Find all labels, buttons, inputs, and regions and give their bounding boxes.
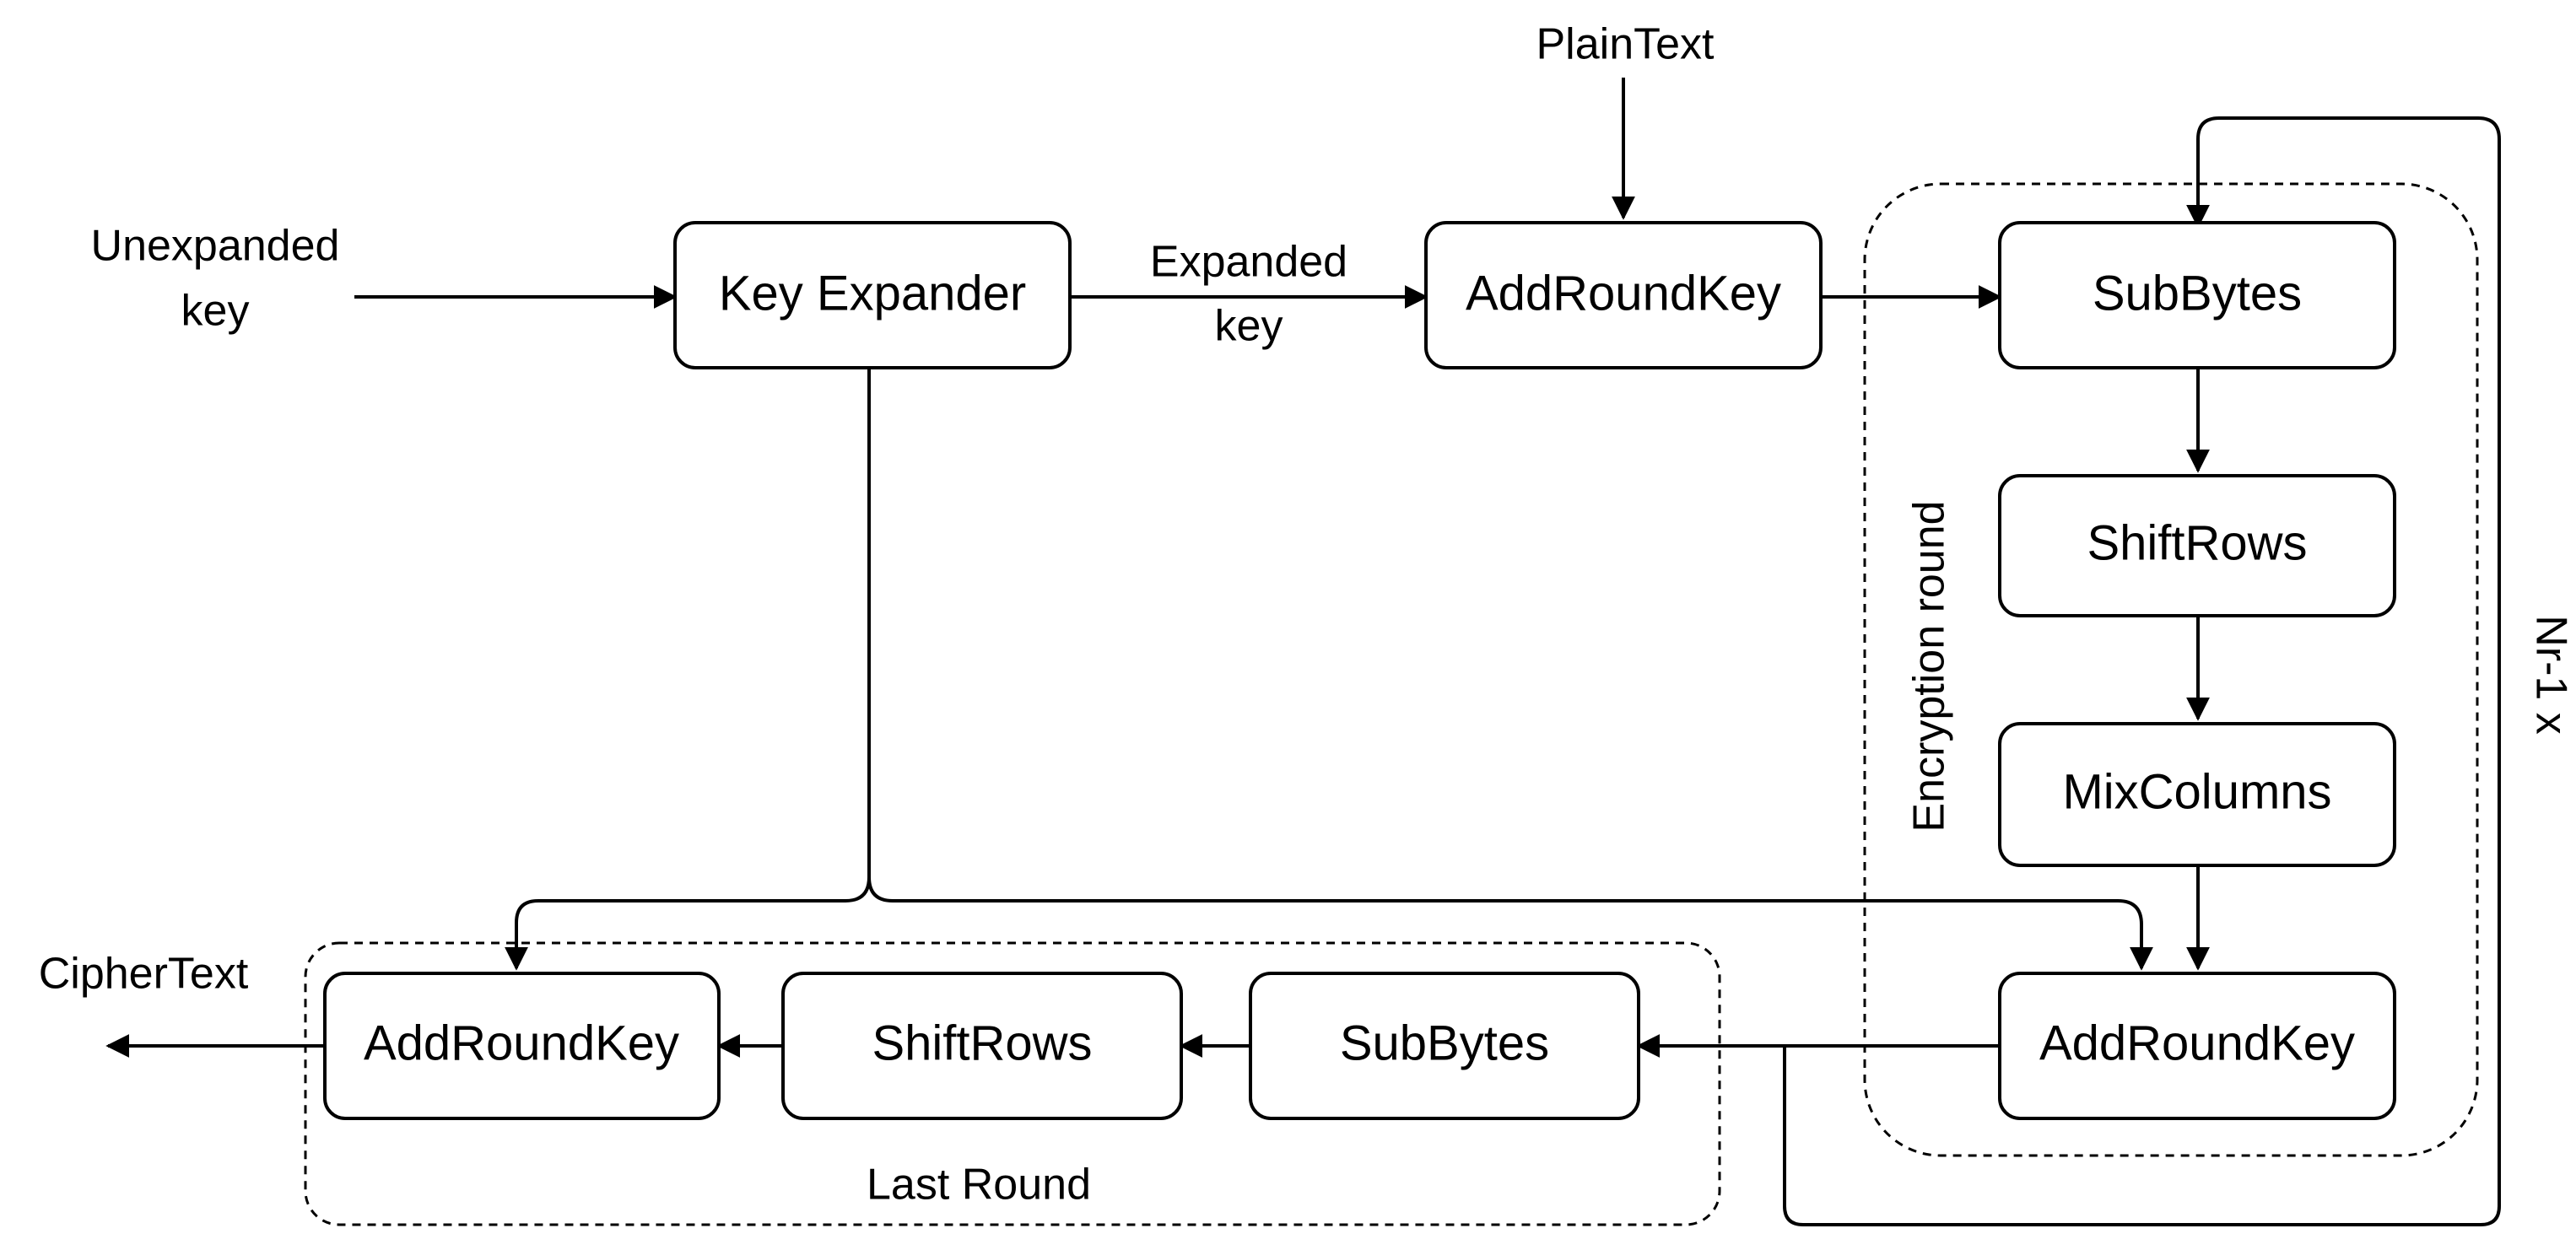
last-subbytes-label: SubBytes bbox=[1340, 1016, 1549, 1070]
key-expander-node: Key Expander bbox=[673, 221, 1072, 369]
last-add-round-key-node: AddRoundKey bbox=[323, 972, 721, 1120]
edge-loop-back-to-subbytes bbox=[1783, 116, 2501, 1226]
repeat-count-label: Nr-1 x bbox=[2526, 615, 2575, 735]
last-shiftrows-label: ShiftRows bbox=[872, 1016, 1092, 1070]
ciphertext-label: CipherText bbox=[39, 950, 249, 999]
edge-key-expander-to-last-add-round-key bbox=[505, 368, 871, 971]
subbytes-node: SubBytes bbox=[1998, 221, 2396, 369]
expanded-key-label-line2: key bbox=[1215, 302, 1283, 351]
shiftrows-label: ShiftRows bbox=[2087, 515, 2307, 570]
unexpanded-key-label-line2: key bbox=[181, 287, 250, 336]
last-subbytes-node: SubBytes bbox=[1249, 972, 1640, 1120]
unexpanded-key-label-line1: Unexpanded bbox=[91, 222, 340, 271]
key-expander-label: Key Expander bbox=[719, 266, 1026, 321]
encryption-round-label: Encryption round bbox=[1905, 500, 1954, 832]
subbytes-label: SubBytes bbox=[2093, 266, 2302, 321]
add-round-key-round-node: AddRoundKey bbox=[1998, 972, 2396, 1120]
edge-key-expander-to-round-add-round-key bbox=[867, 876, 2153, 971]
last-shiftrows-node: ShiftRows bbox=[781, 972, 1183, 1120]
add-round-key-initial-label: AddRoundKey bbox=[1466, 266, 1781, 321]
shiftrows-node: ShiftRows bbox=[1998, 474, 2396, 617]
encryption-round-group bbox=[1863, 182, 2479, 1157]
last-round-group bbox=[304, 941, 1721, 1226]
last-round-label: Last Round bbox=[867, 1161, 1091, 1210]
plaintext-label: PlainText bbox=[1536, 20, 1715, 69]
add-round-key-round-label: AddRoundKey bbox=[2039, 1016, 2355, 1070]
expanded-key-label-line1: Expanded bbox=[1150, 238, 1347, 287]
mixcolumns-label: MixColumns bbox=[2062, 764, 2331, 819]
mixcolumns-node: MixColumns bbox=[1998, 722, 2396, 867]
last-add-round-key-label: AddRoundKey bbox=[364, 1016, 679, 1070]
add-round-key-initial-node: AddRoundKey bbox=[1424, 221, 1823, 369]
